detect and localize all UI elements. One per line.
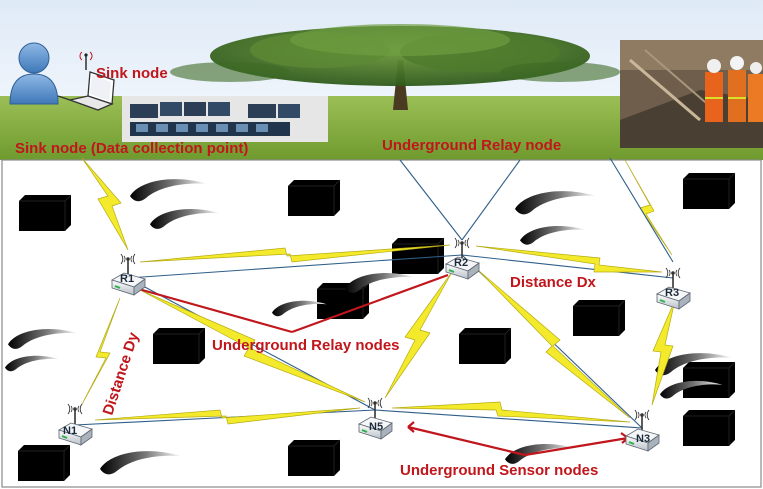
lightning-links [79,157,676,425]
lightning-link [624,159,673,256]
rock-obstacle [287,439,341,477]
arrow-to-n5 [407,425,526,457]
underground-relay-node-label: Underground Relay node [382,137,561,154]
link-surface-r2b [461,159,521,241]
lightning-link [139,244,451,263]
node-n1: N1 [58,403,93,446]
lightning-link [81,157,129,251]
node-label: N5 [369,421,383,433]
rock-obstacle [391,237,445,275]
link-r2-r3 [461,254,674,279]
rock-obstacle [17,444,71,482]
rock-obstacle [287,179,341,217]
node-r2: R2 [445,237,480,280]
arrow-to-n3 [524,436,629,457]
node-label: N3 [636,433,650,445]
lightning-link [475,245,663,273]
rock-obstacle [682,172,736,210]
link-surface-r2 [399,159,463,241]
lightning-link [477,269,631,419]
node-r3: R3 [656,267,691,310]
underground-relay-nodes-label: Underground Relay nodes [212,337,400,354]
mine-workers-photo [620,40,763,148]
rock-obstacle [572,299,626,337]
underground-sensor-nodes-label: Underground Sensor nodes [400,462,598,479]
arrow-to-r2 [291,273,449,334]
node-label: R1 [120,273,134,285]
rock-obstacle [682,361,736,399]
node-label: N1 [63,425,77,437]
node-label: R2 [454,257,468,269]
sink-point-label: Sink node (Data collection point) [15,140,248,157]
control-room-photo [122,96,328,142]
rock-obstacle [152,327,206,365]
node-label: R3 [665,287,679,299]
node-r1: R1 [111,253,146,296]
distance-dx-label: Distance Dx [510,274,597,291]
lightning-link [391,401,631,423]
node-n5: N5 [358,397,393,440]
annotation-arrows [134,273,629,457]
rock-obstacle [682,409,736,447]
lightning-link [139,289,366,403]
link-r1-r2 [127,254,463,279]
user-icon [9,42,59,105]
lightning-link [651,299,676,406]
rock-obstacle [458,327,512,365]
node-n3: N3 [625,409,660,452]
arrow-to-r1 [134,286,293,334]
lightning-link [94,407,361,425]
tree-landscape [170,24,620,110]
link-n5-n3 [374,409,643,429]
link-surface-r3 [609,157,674,263]
arrow-head [407,421,415,433]
sink-node-label: Sink node [96,65,168,82]
laptop-icon [57,51,115,111]
lightning-link [384,271,453,399]
rock-obstacle [18,194,72,232]
